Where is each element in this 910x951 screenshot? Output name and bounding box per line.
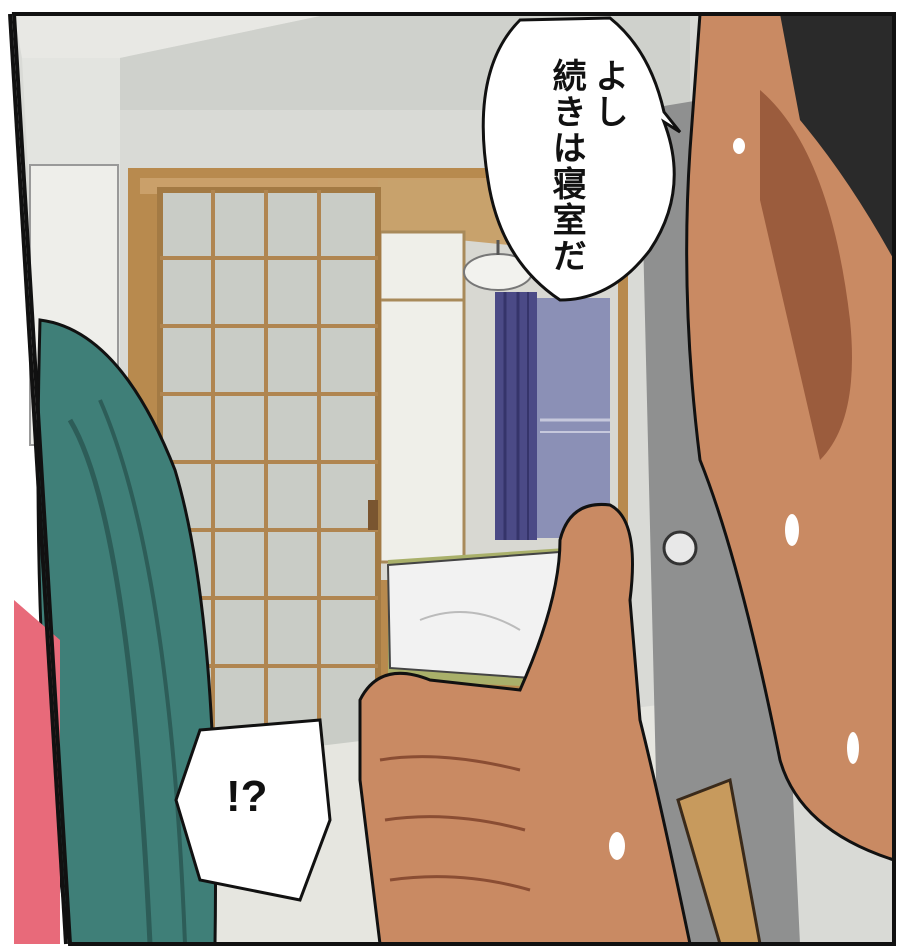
sweat-drop (733, 138, 745, 154)
thumbs-up-hand (358, 502, 692, 946)
curtain (495, 292, 537, 540)
ear (760, 90, 852, 460)
sweat-drop (785, 514, 799, 546)
speech-line-1: よし (588, 58, 629, 130)
door-knob (662, 530, 698, 566)
sweat-drop (609, 832, 625, 860)
speech-bubble-top-right (481, 16, 682, 302)
speech-bubble-bottom-left (174, 718, 332, 902)
main-panel-border (11, 12, 896, 946)
dark-hair (780, 14, 894, 260)
ceiling (14, 14, 330, 58)
left-panel-border (8, 13, 68, 945)
man-face (685, 12, 896, 863)
speech-line-2: 続きは寝室だ (546, 58, 587, 274)
closet-door (378, 230, 466, 564)
main-panel (11, 12, 896, 946)
bedroom-window (530, 298, 610, 538)
sweat-drop (847, 732, 859, 764)
surprise-exclamation: !? (226, 772, 268, 821)
